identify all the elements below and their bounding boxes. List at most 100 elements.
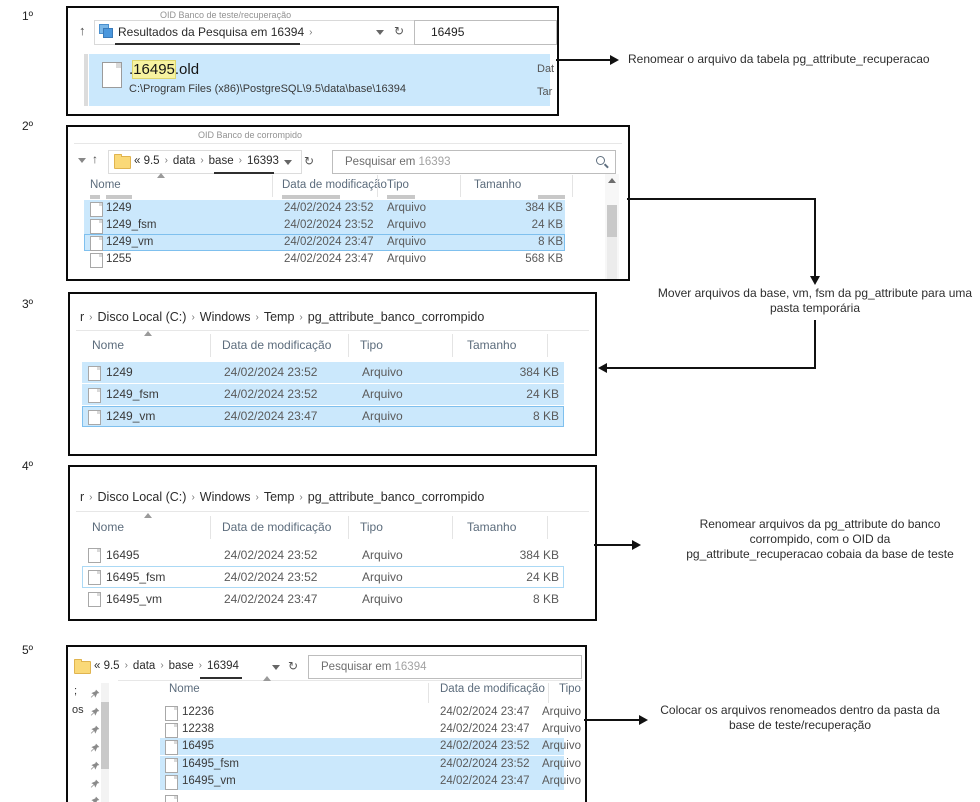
column-header-size[interactable]: Tamanho [467,338,517,352]
search-input[interactable]: Pesquisar em 16393 [332,150,616,174]
address-progress-bar [115,43,300,45]
pane-divider [84,54,88,106]
file-row[interactable]: 16495_vm 24/02/2024 23:47 Arquivo 8 KB [82,588,564,610]
file-row[interactable]: 1255 24/02/2024 23:47 Arquivo 568 KB [84,251,565,268]
breadcrumb-segment[interactable]: r [80,310,85,324]
address-dropdown-icon[interactable] [284,160,292,165]
breadcrumb[interactable]: Resultados da Pesquisa em 16394› [118,25,317,39]
column-header-type[interactable]: Tipo [387,179,409,191]
breadcrumb-segment[interactable]: « 9.5 [94,660,120,672]
file-row[interactable]: 16495_fsm 24/02/2024 23:52 Arquivo 24 KB [82,566,564,588]
file-date: 24/02/2024 23:47 [440,706,530,718]
breadcrumb[interactable]: r›Disco Local (C:)›Windows›Temp›pg_attri… [80,490,484,504]
search-result-row[interactable]: .16495.old C:\Program Files (x86)\Postgr… [89,54,554,106]
search-input[interactable]: 16495 [414,20,557,45]
file-date: 24/02/2024 23:47 [440,775,530,787]
column-header-date[interactable]: Data de modificação [222,520,332,534]
breadcrumb-segment[interactable]: pg_attribute_banco_corrompido [307,310,485,324]
column-divider [428,683,429,703]
column-header-type[interactable]: Tipo [360,520,383,534]
breadcrumb-segment[interactable]: 16393 [246,155,279,167]
file-row[interactable]: 1249_fsm 24/02/2024 23:52 Arquivo 24 KB [84,217,565,234]
file-row[interactable]: 1249_vm 24/02/2024 23:47 Arquivo 8 KB [82,406,564,427]
scrollbar-thumb[interactable] [607,205,617,237]
arrowhead-left [598,363,607,373]
search-input[interactable]: Pesquisar em 16394 [308,655,582,679]
breadcrumb-segment[interactable]: Windows [199,310,251,324]
column-header-name[interactable]: Nome [92,338,125,352]
address-dropdown-icon[interactable] [272,665,280,670]
column-header-name[interactable]: Nome [169,683,200,695]
column-header-name[interactable]: Nome [92,520,125,534]
sidebar-scrollbar[interactable] [101,683,109,802]
file-row[interactable]: 16495 24/02/2024 23:52 Arquivo 384 KB [82,544,564,566]
file-row[interactable]: 16495_fsm 24/02/2024 23:52 Arquivo [160,756,581,773]
breadcrumb-segment[interactable]: Temp [263,490,295,504]
breadcrumb-segment[interactable]: Resultados da Pesquisa em 16394 [118,25,305,39]
file-path: C:\Program Files (x86)\PostgreSQL\9.5\da… [129,83,406,95]
column-header-type[interactable]: Tipo [360,338,383,352]
connector-line [814,320,816,368]
scrollbar[interactable] [605,174,619,279]
file-type: Arquivo [387,202,426,214]
breadcrumb-segment[interactable]: Disco Local (C:) [97,490,187,504]
column-header-date[interactable]: Data de modificação [282,179,387,191]
folder-icon [114,154,131,169]
file-row[interactable]: 1249 24/02/2024 23:52 Arquivo 384 KB [84,200,565,217]
breadcrumb-segment[interactable]: pg_attribute_banco_corrompido [307,490,485,504]
breadcrumb[interactable]: « 9.5›data›base›16394 [94,660,239,672]
breadcrumb-segment[interactable]: Windows [199,490,251,504]
divider [76,330,589,331]
file-icon [90,219,103,234]
column-divider [210,516,211,539]
column-header-date[interactable]: Data de modificação [222,338,332,352]
column-divider [348,334,349,357]
breadcrumb-segment[interactable]: 16394 [206,660,239,672]
breadcrumb-segment[interactable]: Disco Local (C:) [97,310,187,324]
breadcrumb-segment[interactable]: base [208,155,234,167]
recent-locations-icon[interactable] [78,158,86,163]
scroll-up-icon[interactable] [608,178,616,183]
file-row[interactable]: 16495 24/02/2024 23:52 Arquivo [160,738,581,755]
file-size: 8 KB [532,592,559,606]
file-row[interactable]: 1249_fsm 24/02/2024 23:52 Arquivo 24 KB [82,384,564,405]
address-dropdown-icon[interactable] [376,30,384,35]
clipped-row-fragment [106,195,132,199]
column-header-date[interactable]: Data de modificação [440,683,545,695]
breadcrumb[interactable]: r›Disco Local (C:)›Windows›Temp›pg_attri… [80,310,484,324]
column-header-size[interactable]: Tamanho [467,520,517,534]
breadcrumb[interactable]: « 9.5›data›base›16393 [134,155,279,167]
breadcrumb-segment[interactable]: r [80,490,85,504]
file-date: 24/02/2024 23:52 [224,570,318,584]
scrollbar-thumb[interactable] [101,702,109,769]
chevron-icon: › [191,312,195,323]
file-row[interactable]: 12238 24/02/2024 23:47 Arquivo [160,721,581,738]
refresh-icon[interactable]: ↻ [304,154,315,168]
sidebar-item[interactable]: os [72,704,84,716]
explorer-window-temp-folder-renamed: r›Disco Local (C:)›Windows›Temp›pg_attri… [68,465,597,621]
file-size: 384 KB [519,548,559,562]
chevron-icon: › [299,312,303,323]
refresh-icon[interactable]: ↻ [288,659,299,673]
file-row[interactable]: 16495_vm 24/02/2024 23:47 Arquivo [160,773,581,790]
file-row[interactable]: 1249 24/02/2024 23:52 Arquivo 384 KB [82,362,564,383]
breadcrumb-segment[interactable]: base [168,660,194,672]
column-header-size[interactable]: Tamanho [474,179,522,191]
column-header-type[interactable]: Tipo [559,683,581,695]
breadcrumb-segment[interactable]: data [132,660,156,672]
breadcrumb-segment[interactable]: data [172,155,196,167]
file-row[interactable]: 12236 24/02/2024 23:47 Arquivo [160,704,581,721]
column-header-name[interactable]: Nome [90,179,121,191]
file-name: 16495 [106,548,140,562]
sidebar-item[interactable]: ; [74,685,78,697]
file-icon [165,758,178,773]
up-button[interactable]: ↑ [92,152,98,166]
refresh-icon[interactable]: ↻ [394,24,405,38]
breadcrumb-segment[interactable]: Temp [263,310,295,324]
clipped-row-fragment [282,195,340,199]
file-row[interactable]: 1249_vm 24/02/2024 23:47 Arquivo 8 KB [84,234,565,251]
file-type: Arquivo [387,253,426,265]
up-button[interactable]: ↑ [79,23,86,38]
breadcrumb-segment[interactable]: « 9.5 [134,155,160,167]
sort-ascending-icon [157,173,165,178]
